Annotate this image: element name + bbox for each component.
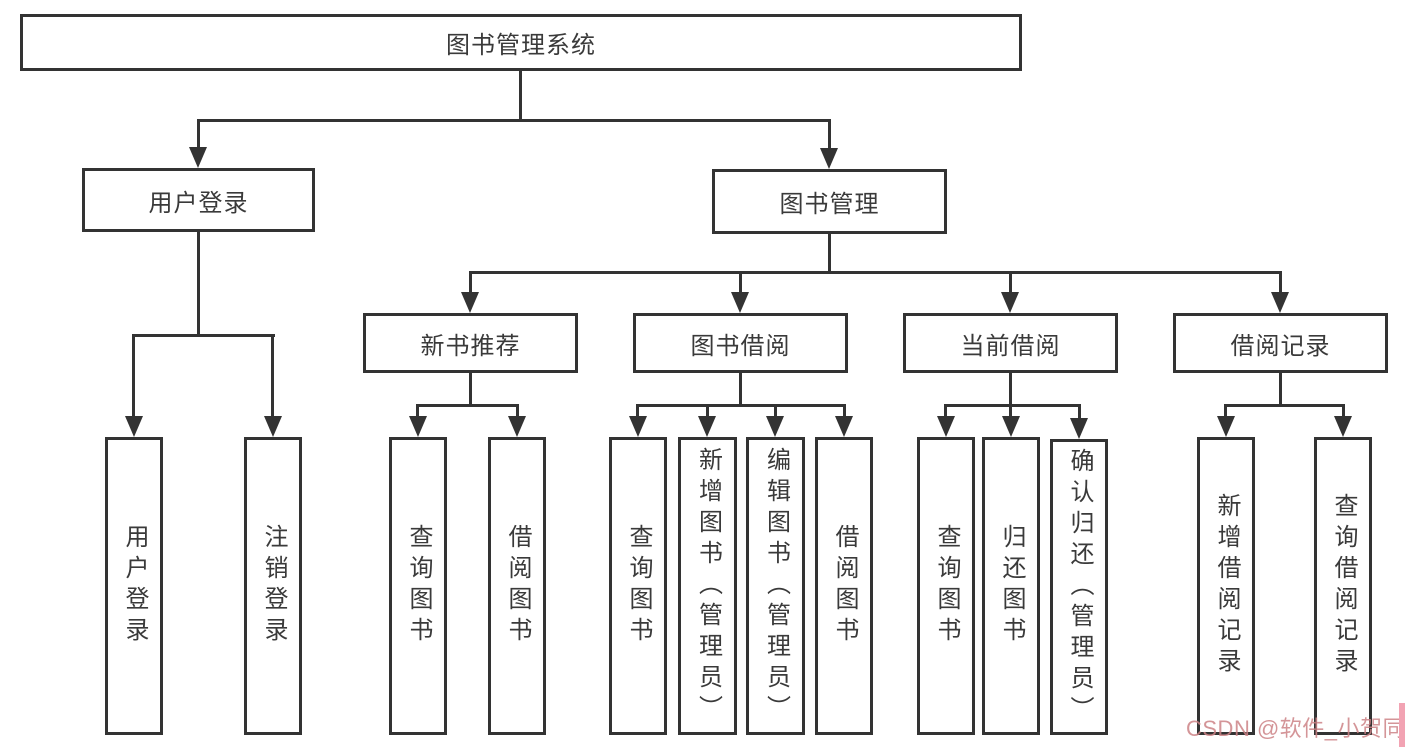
connector-drop-leaf-user-login xyxy=(132,334,135,418)
connector-user-login-trunk xyxy=(197,232,200,337)
arrowhead-borrow-book-borrowing xyxy=(835,416,853,437)
leaf-logout-label: 注销登录 xyxy=(260,524,287,648)
node-new-book-recommend-label: 新书推荐 xyxy=(420,332,521,360)
connector-drop-borrow-records xyxy=(1279,271,1282,294)
leaf-confirm-return-admin-label: 确认归还（管理员） xyxy=(1066,447,1093,727)
arrowhead-return-book xyxy=(1002,416,1020,437)
arrowhead-new-book-recommend xyxy=(461,292,479,313)
node-borrow-records: 借阅记录 xyxy=(1173,313,1388,373)
connector-drop-leaf-logout xyxy=(271,334,274,418)
arrowhead-current-borrowing xyxy=(1001,292,1019,313)
connector-drop-query-borrow-record xyxy=(1342,404,1345,418)
connector-book-borrowing-trunk xyxy=(739,373,742,407)
csdn-watermark-accent xyxy=(1399,703,1405,747)
connector-drop-confirm-return xyxy=(1078,404,1081,418)
arrowhead-borrow-book-recommend xyxy=(508,416,526,437)
connector-drop-user-login xyxy=(197,119,200,150)
leaf-query-borrow-record-label: 查询借阅记录 xyxy=(1330,493,1357,679)
arrowhead-book-borrowing xyxy=(731,292,749,313)
connector-drop-query-book-borrowing xyxy=(636,404,639,418)
arrowhead-leaf-user-login xyxy=(125,416,143,437)
connector-drop-add-book-admin xyxy=(706,404,709,418)
arrowhead-query-book-recommend xyxy=(409,416,427,437)
node-book-management: 图书管理 xyxy=(712,169,947,234)
arrowhead-add-borrow-record xyxy=(1217,416,1235,437)
connector-drop-add-borrow-record xyxy=(1224,404,1227,418)
node-new-book-recommend: 新书推荐 xyxy=(363,313,578,373)
arrowhead-query-book-current xyxy=(937,416,955,437)
csdn-watermark: CSDN @软件_小贺同学 xyxy=(1186,716,1405,741)
leaf-borrow-book-recommend-label: 借阅图书 xyxy=(504,524,531,648)
node-current-borrowing-label: 当前借阅 xyxy=(960,332,1061,360)
connector-current-borrowing-trunk xyxy=(1009,373,1012,407)
connector-drop-new-book-recommend xyxy=(469,271,472,294)
leaf-query-book-recommend-label: 查询图书 xyxy=(405,524,432,648)
connector-drop-borrow-book-borrowing xyxy=(843,404,846,418)
leaf-query-book-recommend: 查询图书 xyxy=(389,437,447,735)
arrowhead-query-borrow-record xyxy=(1334,416,1352,437)
connector-book-borrowing-split xyxy=(636,404,846,407)
arrowhead-query-book-borrowing xyxy=(629,416,647,437)
leaf-query-book-current: 查询图书 xyxy=(917,437,975,735)
leaf-borrow-book-borrowing-label: 借阅图书 xyxy=(831,524,858,648)
connector-drop-current-borrowing xyxy=(1009,271,1012,294)
connector-new-book-trunk xyxy=(469,373,472,407)
node-borrow-records-label: 借阅记录 xyxy=(1230,332,1331,360)
leaf-query-book-borrowing: 查询图书 xyxy=(609,437,667,735)
leaf-query-borrow-record: 查询借阅记录 xyxy=(1314,437,1372,735)
arrowhead-book-management xyxy=(820,148,838,169)
node-user-login: 用户登录 xyxy=(82,168,315,232)
connector-drop-return-book xyxy=(1009,404,1012,418)
arrowhead-confirm-return xyxy=(1070,418,1088,439)
connector-drop-edit-book-admin xyxy=(774,404,777,418)
connector-root-trunk xyxy=(519,70,522,120)
leaf-return-book-label: 归还图书 xyxy=(998,524,1025,648)
connector-drop-book-borrowing xyxy=(739,271,742,294)
leaf-add-book-admin-label: 新增图书（管理员） xyxy=(694,446,722,726)
leaf-confirm-return-admin: 确认归还（管理员） xyxy=(1050,439,1108,735)
leaf-logout: 注销登录 xyxy=(244,437,302,735)
node-user-login-label: 用户登录 xyxy=(148,189,249,217)
connector-book-management-split xyxy=(469,271,1282,274)
node-book-management-label: 图书管理 xyxy=(779,191,880,218)
leaf-edit-book-admin: 编辑图书（管理员） xyxy=(746,437,805,735)
leaf-return-book: 归还图书 xyxy=(982,437,1040,735)
arrowhead-add-book-admin xyxy=(698,416,716,437)
connector-new-book-split xyxy=(416,404,519,407)
arrowhead-borrow-records xyxy=(1271,292,1289,313)
node-current-borrowing: 当前借阅 xyxy=(903,313,1118,373)
leaf-add-book-admin: 新增图书（管理员） xyxy=(678,437,737,735)
connector-book-management-trunk xyxy=(828,234,831,273)
connector-current-borrowing-split xyxy=(944,404,1081,407)
connector-root-split xyxy=(197,119,830,122)
leaf-add-borrow-record: 新增借阅记录 xyxy=(1197,437,1255,735)
leaf-user-login: 用户登录 xyxy=(105,437,163,735)
leaf-borrow-book-recommend: 借阅图书 xyxy=(488,437,546,735)
connector-drop-book-management xyxy=(828,119,831,150)
connector-drop-borrow-book-recommend xyxy=(516,404,519,418)
node-book-borrowing: 图书借阅 xyxy=(633,313,848,373)
connector-user-login-split xyxy=(132,334,275,337)
leaf-query-book-current-label: 查询图书 xyxy=(933,524,960,648)
arrowhead-edit-book-admin xyxy=(766,416,784,437)
node-root-label: 图书管理系统 xyxy=(446,32,596,59)
arrowhead-user-login xyxy=(189,147,207,168)
arrowhead-leaf-logout xyxy=(264,416,282,437)
leaf-borrow-book-borrowing: 借阅图书 xyxy=(815,437,873,735)
leaf-add-borrow-record-label: 新增借阅记录 xyxy=(1213,493,1240,679)
connector-borrow-records-split xyxy=(1224,404,1345,407)
connector-drop-query-book-recommend xyxy=(416,404,419,418)
leaf-edit-book-admin-label: 编辑图书（管理员） xyxy=(762,446,790,726)
connector-drop-query-book-current xyxy=(944,404,947,418)
node-book-borrowing-label: 图书借阅 xyxy=(690,332,791,360)
leaf-query-book-borrowing-label: 查询图书 xyxy=(625,524,652,648)
leaf-user-login-label: 用户登录 xyxy=(121,524,148,648)
node-root: 图书管理系统 xyxy=(20,14,1022,71)
connector-borrow-records-trunk xyxy=(1279,373,1282,407)
